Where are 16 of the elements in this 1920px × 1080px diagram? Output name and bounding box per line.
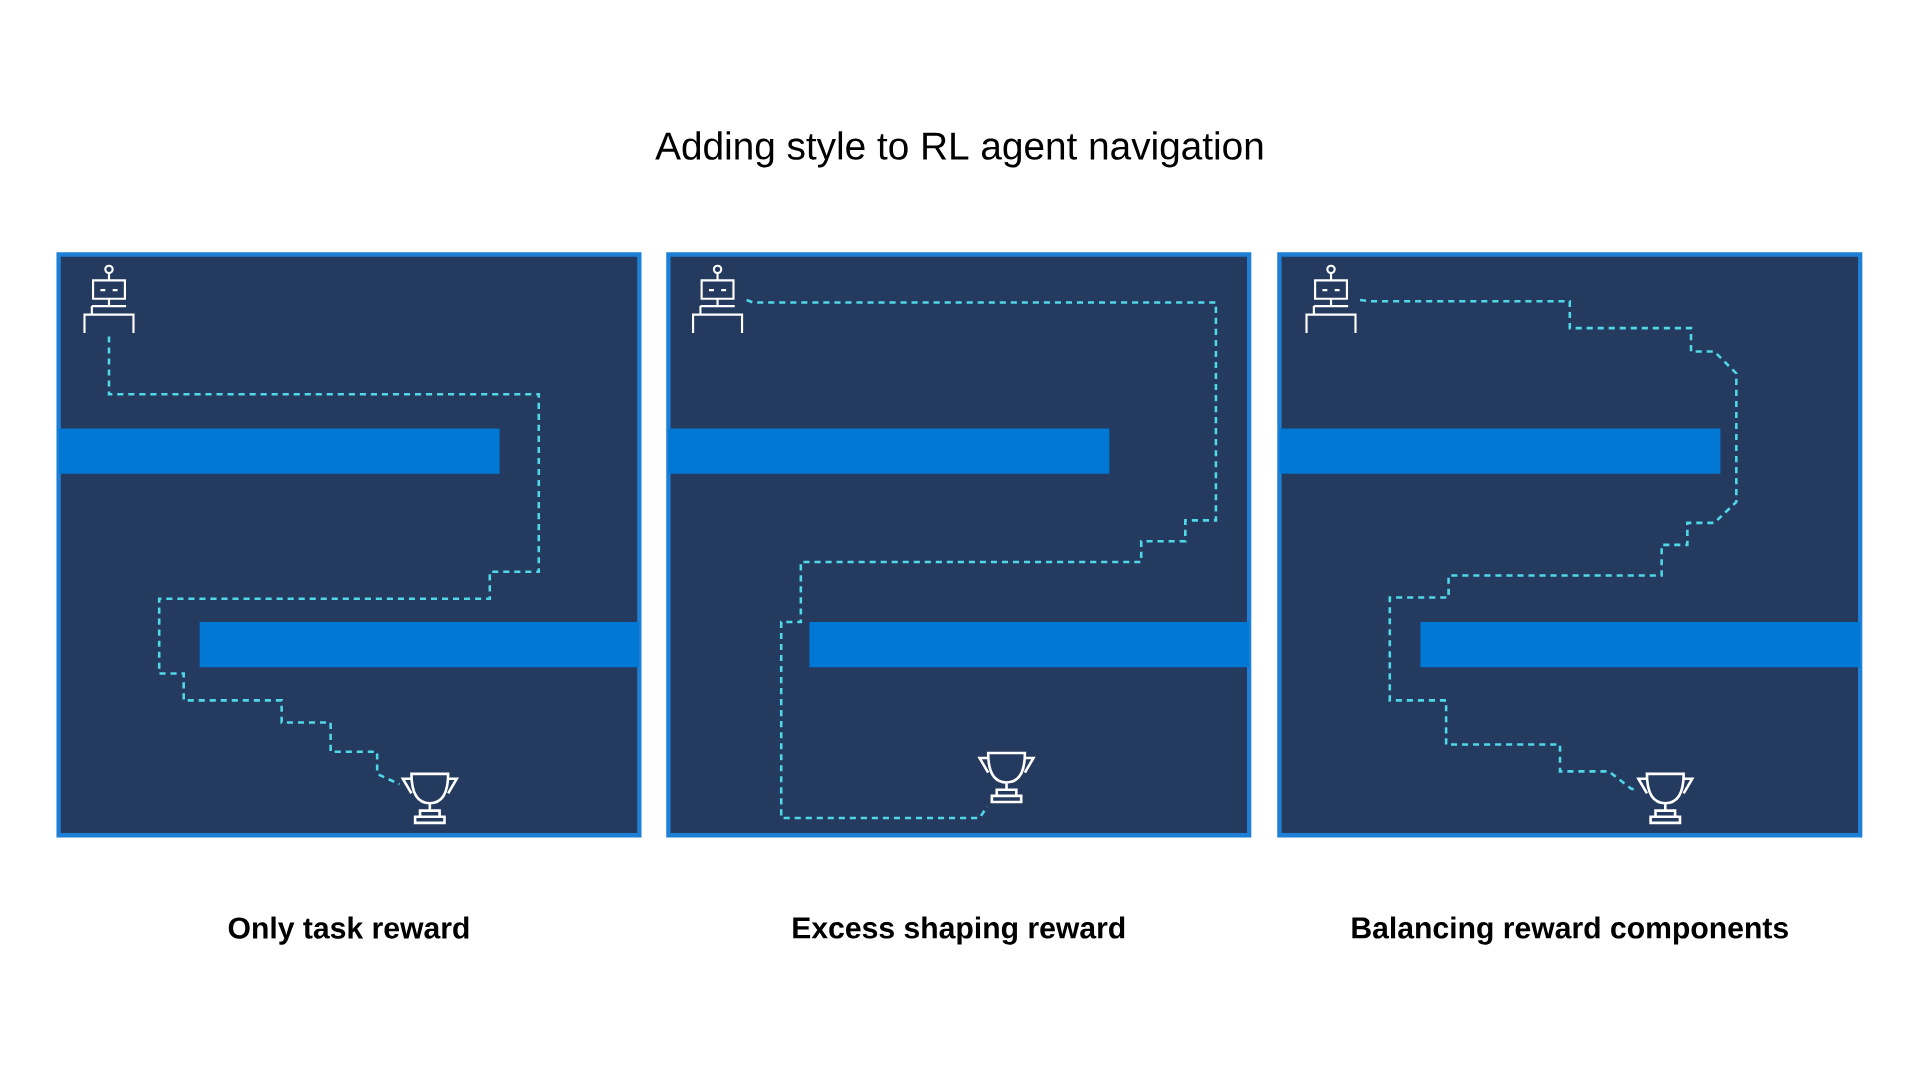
trophy-icon — [401, 772, 459, 825]
trophy-icon — [1637, 772, 1694, 825]
maze-drawing — [1277, 252, 1863, 838]
maze-drawing — [666, 252, 1252, 838]
dashed-path — [746, 298, 1218, 820]
robot-icon — [692, 264, 744, 335]
robot-icon — [1305, 264, 1357, 335]
panel-caption: Balancing reward components — [1352, 916, 1788, 945]
robot-icon — [83, 264, 135, 335]
dashed-path — [107, 336, 541, 786]
panel-caption: Excess shaping reward — [793, 916, 1125, 945]
panel-caption: Only task reward — [228, 916, 469, 945]
trophy-icon — [978, 751, 1035, 804]
dashed-path — [1359, 298, 1738, 791]
diagram-title: Adding style to RL agent navigation — [655, 131, 1263, 168]
maze-drawing — [56, 252, 642, 838]
